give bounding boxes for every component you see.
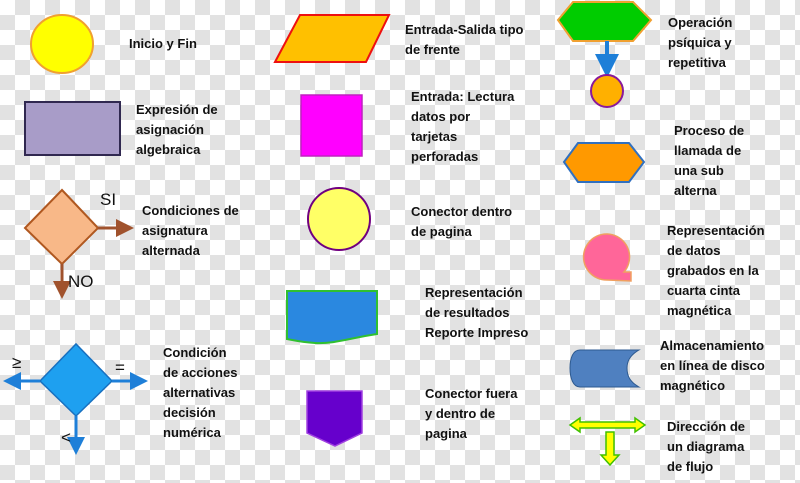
off-page-connector-pentagon [306,390,363,447]
subroutine-hexagon [562,142,646,183]
io-parallelogram [273,14,391,63]
loop-circle [590,74,624,108]
document-shape [286,290,378,345]
magnetic-tape-shape [582,233,632,282]
process-rectangle [24,101,121,156]
flow-direction-horizontal-arrow [568,416,647,434]
equal-label: = [115,358,125,377]
greater-equal-label: ≥ [12,353,22,372]
flow-direction-down-arrow [599,431,621,467]
punched-card-square [300,94,363,157]
on-page-connector-circle [307,187,371,251]
multi-decision-diamond [38,342,114,418]
no-label: NO [68,272,94,291]
decision-diamond [23,188,100,266]
disk-storage-shape [569,349,641,388]
label-terminal: Inicio y Fin [129,36,197,51]
terminal-ellipse [30,14,94,74]
loop-hexagon [556,1,653,42]
less-than-label: < [61,428,71,447]
yes-label: SI [100,190,117,209]
